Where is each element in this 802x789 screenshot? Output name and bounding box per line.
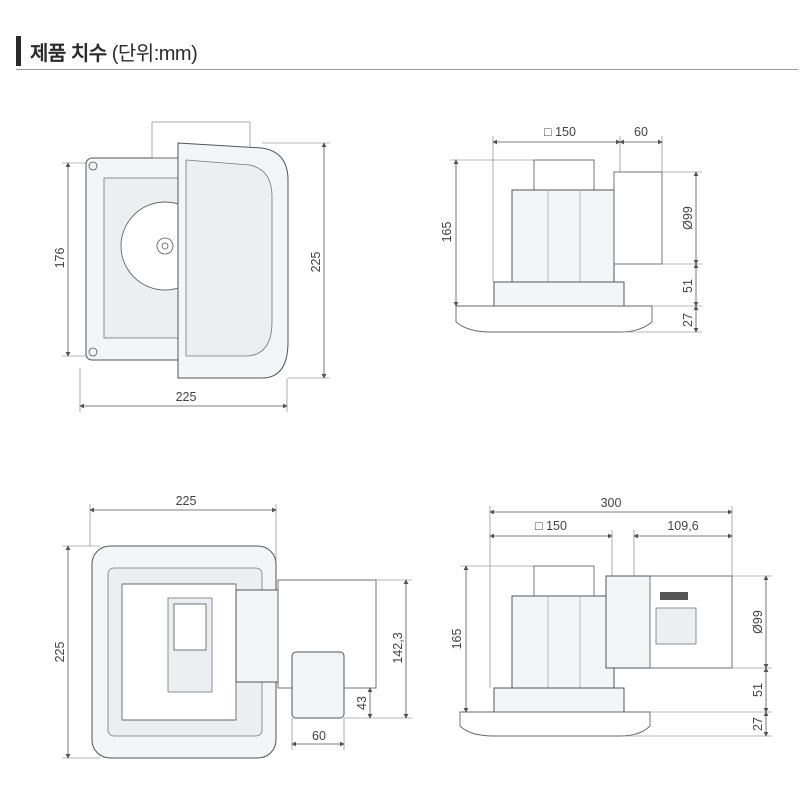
dim-27: 27 (681, 313, 695, 327)
header-accent-bar (16, 36, 21, 66)
motor-body (511, 595, 615, 689)
duct-collar (613, 171, 663, 265)
dim-height-right: 225 (309, 252, 323, 273)
dim-51: 51 (751, 683, 765, 697)
dim-height: 165 (440, 222, 454, 243)
brand-label (660, 592, 688, 600)
dim-height-left: 176 (53, 248, 67, 269)
dim-height-right: 142,3 (391, 632, 405, 663)
mount-base (493, 687, 625, 713)
dim-square: □ 150 (535, 519, 567, 533)
title-main: 제품 치수 (30, 43, 107, 65)
screw-icon (88, 161, 98, 171)
screw-icon (88, 347, 98, 357)
dim-height: 165 (450, 629, 464, 650)
dim-duct-diameter: Ø99 (751, 610, 765, 634)
duct-adapter (605, 575, 655, 669)
housing-extension (235, 589, 279, 683)
page-title: 제품 치수 (단위:mm) (30, 37, 198, 66)
grille-panel (459, 711, 651, 737)
dim-width-bottom: 225 (176, 390, 197, 404)
front-view-bottom (62, 504, 412, 759)
duct-outlet (291, 651, 345, 719)
header-divider (16, 69, 798, 70)
dim-duct-length: 60 (634, 125, 648, 139)
grille-panel (455, 305, 653, 333)
side-view-bottom (459, 506, 772, 737)
dim-duct-diameter: Ø99 (681, 206, 695, 230)
motor-body (511, 189, 615, 283)
dim-height-left: 225 (53, 642, 67, 663)
dim-square: □ 150 (544, 125, 576, 139)
dim-51: 51 (681, 279, 695, 293)
motor-label (173, 603, 207, 651)
dim-60: 60 (312, 729, 326, 743)
dim-duct-length: 109,6 (667, 519, 698, 533)
connector-window (655, 607, 697, 645)
front-cover-inner (185, 159, 273, 357)
dim-overall: 300 (601, 496, 622, 510)
dim-27: 27 (751, 717, 765, 731)
dim-width-top: 225 (176, 494, 197, 508)
mount-base (493, 281, 625, 307)
dim-43: 43 (355, 696, 369, 710)
front-view-top (62, 121, 330, 412)
motor-cap (533, 565, 595, 597)
side-view-top (450, 136, 702, 333)
section-header: 제품 치수 (단위:mm) (16, 34, 798, 70)
motor-cap (533, 159, 595, 191)
title-unit: (단위:mm) (106, 43, 198, 65)
